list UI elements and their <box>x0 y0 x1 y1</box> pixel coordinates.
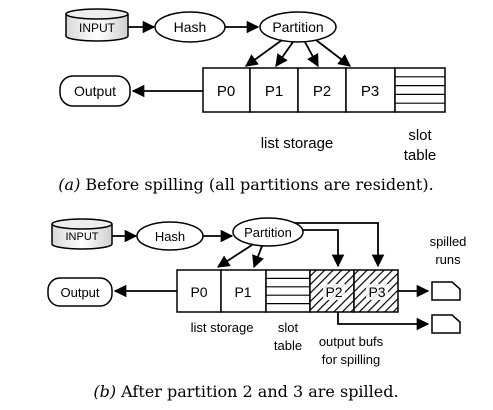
output-node-a <box>59 75 131 107</box>
list-storage-a: P0 P1 P2 P3 <box>202 67 396 113</box>
caption-a-prefix: (a) <box>58 175 80 194</box>
input-cylinder-a: INPUT <box>65 8 129 42</box>
spilled-label-b: spilled <box>430 234 467 249</box>
partition-label-p3-a: P3 <box>361 83 379 100</box>
list-storage-label-a: list storage <box>261 135 334 152</box>
caption-b-text: After partition 2 and 3 are spilled. <box>120 382 398 401</box>
slot-table-b <box>265 269 311 313</box>
input-label-b: INPUT <box>66 231 99 243</box>
diagram-a: INPUT Hash Partition P0 P1 P2 P3 <box>58 8 446 194</box>
hash-label-b: Hash <box>155 229 185 244</box>
arrow-partition-p0-b <box>216 244 253 268</box>
spilled-run-file-icon <box>431 314 461 334</box>
arrow-partition-p1-a <box>275 41 294 68</box>
input-label-a: INPUT <box>79 21 116 35</box>
spill-label-p3-b: P3 <box>368 284 385 300</box>
partition-node-b <box>232 217 304 247</box>
partition-label-p2-a: P2 <box>313 83 331 100</box>
slot-label-a: slot <box>408 127 432 144</box>
spill-label-p2-b: P2 <box>325 284 342 300</box>
partition-label-p1-b: P1 <box>234 284 251 300</box>
output-node-b <box>47 277 113 307</box>
slot-table-a <box>394 67 446 113</box>
caption-a: (a) Before spilling (all partitions are r… <box>58 175 433 194</box>
partition-label-p1-a: P1 <box>265 83 283 100</box>
caption-b-prefix: (b) <box>93 382 116 401</box>
input-cylinder-b: INPUT <box>51 218 113 250</box>
spilled-run-file-icon <box>431 281 461 301</box>
partition-label-p0-b: P0 <box>190 284 207 300</box>
arrow-partition-p3buf-b <box>294 222 385 268</box>
output-label-b: Output <box>60 285 99 300</box>
arrow-partition-p1-b <box>252 245 264 269</box>
arrow-partition-p2buf-b <box>303 229 345 268</box>
diagram-b: INPUT Hash Partition P0 P1 <box>47 217 467 401</box>
partition-node-a <box>259 11 337 43</box>
partition-label-a: Partition <box>272 19 323 35</box>
arrow-partition-p3-a <box>315 39 352 67</box>
for-spilling-label-b: for spilling <box>322 352 381 367</box>
list-storage-b: P0 P1 <box>176 269 267 313</box>
arrow-partition-p2-a <box>304 41 319 68</box>
output-bufs-label-b: output bufs <box>319 334 384 349</box>
runs-label-b: runs <box>435 252 461 267</box>
arrow-p2-run-b <box>337 312 430 331</box>
caption-b: (b)After partition 2 and 3 are spilled. <box>93 382 398 401</box>
slot-label-b: slot <box>278 320 299 335</box>
output-label-a: Output <box>74 83 116 99</box>
hash-label-a: Hash <box>174 19 207 35</box>
partition-box-p0-a <box>202 67 251 113</box>
partition-box-p1-a <box>249 67 299 113</box>
partition-label-b: Partition <box>244 225 292 240</box>
arrow-partition-p0-a <box>244 39 283 67</box>
table-label-b: table <box>274 338 302 353</box>
list-storage-label-b: list storage <box>191 320 254 335</box>
caption-a-text: Before spilling (all partitions are resi… <box>85 175 433 194</box>
partition-label-p0-a: P0 <box>217 83 235 100</box>
output-buffers-b: P2 P3 <box>309 269 399 313</box>
table-label-a: table <box>404 147 437 164</box>
partition-box-p1-b <box>220 269 267 313</box>
